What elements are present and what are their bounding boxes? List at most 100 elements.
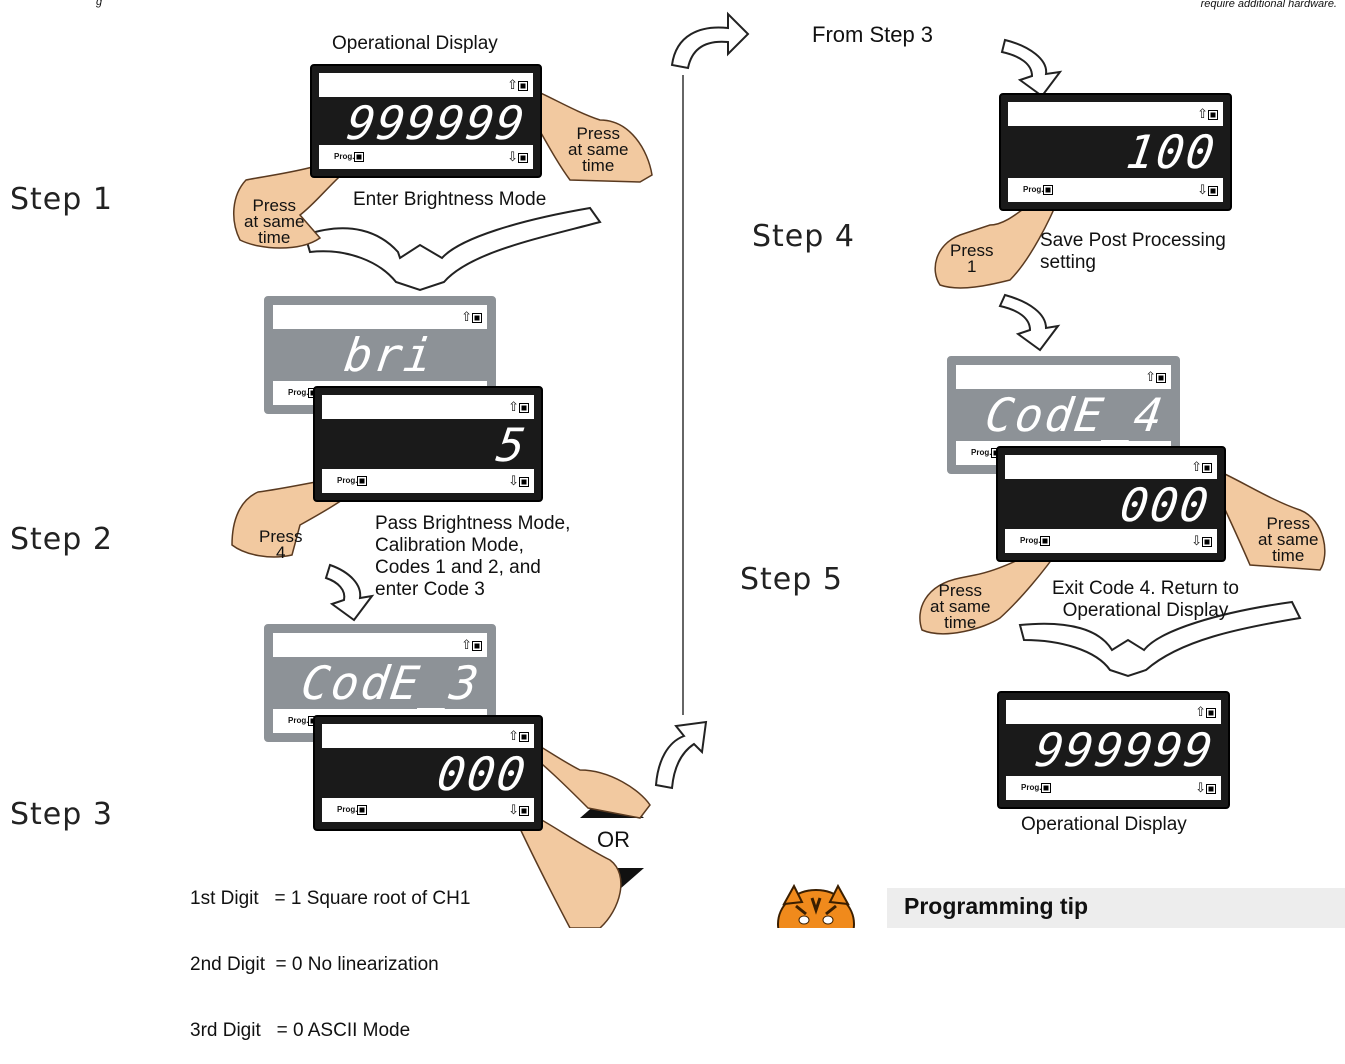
key-square-icon xyxy=(1202,462,1212,473)
meter-bottom-strip xyxy=(1005,529,1217,553)
down-arrow-key-icon: ⇩ xyxy=(508,472,529,490)
prog-text: Prog. xyxy=(1023,185,1044,194)
prog-text: Prog. xyxy=(334,152,355,161)
prog-text: Prog. xyxy=(1021,783,1042,792)
meter-top-strip xyxy=(1005,455,1217,479)
hardware-note: require additional hardware. xyxy=(1200,0,1337,10)
caption-pass-brightness: Pass Brightness Mode, Calibration Mode, … xyxy=(375,513,570,601)
meter-display-operational-top: ⇧ ⇩ Prog. 999999 xyxy=(310,64,542,178)
step-3-label: Step 3 xyxy=(10,797,113,832)
curved-arrow-fromstep3 xyxy=(1000,38,1063,98)
down-arrow-key-icon: ⇩ xyxy=(1191,532,1212,550)
hand-label-press-same: Press at same time xyxy=(244,196,305,247)
hand-label-line: 4 xyxy=(276,543,286,562)
caption-line: 3rd Digit = 0 ASCII Mode xyxy=(190,1020,411,1041)
display-readout: 999999 xyxy=(1032,723,1218,777)
key-square-icon xyxy=(357,475,368,486)
key-square-icon xyxy=(519,476,529,487)
caption-from-step3: From Step 3 xyxy=(812,22,934,47)
hand-label-line: Press xyxy=(576,124,620,143)
display-readout: 000 xyxy=(433,747,531,801)
caption-enter-brightness: Enter Brightness Mode xyxy=(353,189,547,210)
prog-key-label: Prog. xyxy=(337,803,368,817)
prog-key-label: Prog. xyxy=(1023,183,1054,197)
caption-operational-display-bottom: Operational Display xyxy=(1021,814,1187,835)
caption-or: OR xyxy=(595,827,632,852)
meter-display-operational-bottom: ⇧ ⇩ Prog. 999999 xyxy=(997,691,1230,809)
key-square-icon xyxy=(1040,535,1051,546)
tiger-mascot-icon xyxy=(777,884,855,928)
hand-label-line: time xyxy=(258,228,291,247)
prog-text: Prog. xyxy=(1020,536,1041,545)
meter-display-step4: ⇧ ⇩ Prog. 100 xyxy=(999,93,1232,211)
down-arrow-key-icon: ⇩ xyxy=(508,801,529,819)
down-glyph: ⇩ xyxy=(1197,182,1208,197)
caption-line: 2nd Digit = 0 No linearization xyxy=(190,954,439,975)
hand-label-line: at same xyxy=(930,597,991,616)
key-square-icon xyxy=(357,804,368,815)
hand-icon xyxy=(934,187,1061,289)
prog-text: Prog. xyxy=(288,716,309,725)
cut-off-text: g xyxy=(96,0,103,8)
up-glyph: ⇧ xyxy=(1191,459,1202,474)
up-arrow-key-icon: ⇧ xyxy=(508,727,529,745)
meter-top-strip xyxy=(1006,700,1221,724)
up-arrow-key-icon: ⇧ xyxy=(1197,105,1218,123)
down-arrow-key-icon: ⇩ xyxy=(1197,181,1218,199)
step-4-label: Step 4 xyxy=(752,219,855,254)
caption-line: Codes 1 and 2, and xyxy=(375,557,541,578)
hand-label-press-same: Press at same time xyxy=(1258,514,1319,564)
up-arrow-key-icon: ⇧ xyxy=(461,308,482,326)
down-arrow-key-icon: ⇩ xyxy=(1195,779,1216,797)
key-square-icon xyxy=(1041,782,1052,793)
key-square-icon xyxy=(519,805,529,816)
step-2-label: Step 2 xyxy=(10,522,113,557)
prog-text: Prog. xyxy=(337,476,358,485)
up-glyph: ⇧ xyxy=(461,309,472,324)
hand-label-line: at same xyxy=(1258,530,1319,549)
step-5-label: Step 5 xyxy=(740,562,843,597)
hand-icon xyxy=(519,84,653,183)
key-square-icon xyxy=(1208,109,1218,120)
display-readout: 100 xyxy=(1123,125,1220,179)
meter-display-brightness-value: ⇧ ⇩ Prog. 5 xyxy=(313,386,543,502)
programming-tip-box xyxy=(887,888,1345,928)
caption-line: Exit Code 4. Return to xyxy=(1052,578,1239,599)
hand-label-line: 1 xyxy=(967,257,977,276)
hand-icon xyxy=(919,538,1061,635)
up-glyph: ⇧ xyxy=(508,399,519,414)
key-square-icon xyxy=(1208,185,1218,196)
programming-tip-title: Programming tip xyxy=(904,893,1089,919)
curved-arrow-step2 xyxy=(324,563,375,622)
hands-layer xyxy=(231,84,1326,928)
caption-line: Calibration Mode, xyxy=(375,535,524,556)
prog-text: Prog. xyxy=(971,448,992,457)
curved-arrow-top xyxy=(670,11,750,70)
prog-key-label: Prog. xyxy=(337,474,368,488)
up-arrow-key-icon: ⇧ xyxy=(508,398,529,416)
up-arrow-key-icon: ⇧ xyxy=(507,76,528,94)
key-square-icon xyxy=(519,402,529,413)
key-square-icon xyxy=(1206,707,1216,718)
meter-top-strip xyxy=(1008,102,1223,126)
hand-label-line: at same xyxy=(244,212,305,231)
up-arrow-key-icon: ⇧ xyxy=(1191,458,1212,476)
hand-label-line: Press xyxy=(1266,514,1310,533)
hand-icon xyxy=(517,733,651,819)
key-square-icon xyxy=(1206,783,1216,794)
hand-label-line: time xyxy=(582,156,615,175)
down-arrow-key-icon: ⇩ xyxy=(507,148,528,166)
down-glyph: ⇩ xyxy=(507,149,518,164)
meter-bottom-strip xyxy=(322,798,534,822)
up-glyph: ⇧ xyxy=(1145,369,1156,384)
caption-line: setting xyxy=(1040,252,1096,273)
up-glyph: ⇧ xyxy=(1197,106,1208,121)
up-glyph: ⇧ xyxy=(461,637,472,652)
caption-line: 1st Digit = 1 Square root of CH1 xyxy=(190,888,471,909)
key-square-icon xyxy=(472,640,482,651)
hand-label-press1: Press 1 xyxy=(950,242,993,276)
hand-label-line: Press xyxy=(252,196,296,215)
prog-key-label: Prog. xyxy=(334,150,365,164)
key-square-icon xyxy=(354,151,365,162)
key-square-icon xyxy=(1202,536,1212,547)
